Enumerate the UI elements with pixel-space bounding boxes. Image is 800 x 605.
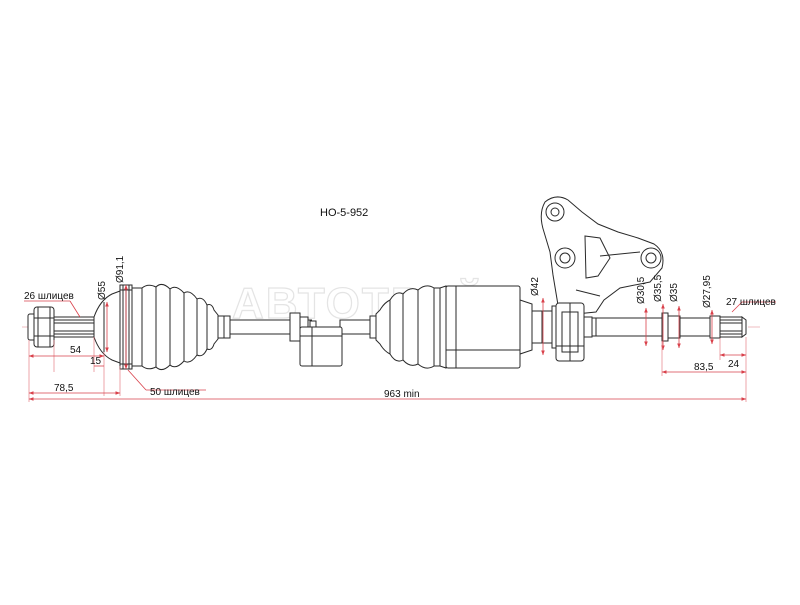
label-diameter-35: Ø35 [669,283,680,302]
dim-diameter-30-5: Ø30,5 [636,276,648,347]
dim-diameter-91-1: Ø91,1 [115,255,128,370]
label-diameter-91-1: Ø91,1 [115,255,126,283]
label-diameter-55: Ø55 [97,281,108,300]
label-outer-splines: 26 шлицев [24,291,74,302]
dim-total-length: 963 min [28,337,747,402]
outer-spline-stub [53,316,95,338]
dim-length-54: 54 [28,345,105,358]
support-bearing [555,302,593,362]
dim-length-78-5: 78,5 [28,383,121,395]
dim-diameter-35-5: Ø35,5 [653,274,665,351]
dim-abs-splines: 50 шлицев [127,369,206,398]
outer-boot-clamp [217,315,231,339]
inner-shaft [591,312,721,342]
label-total-length: 963 min [384,389,420,400]
support-bearing-bracket [540,196,664,316]
inner-spline-stub [719,316,747,338]
label-diameter-35-5: Ø35,5 [653,274,664,302]
label-length-54: 54 [70,345,82,356]
label-diameter-30-5: Ø30,5 [636,276,647,304]
dim-outer-splines: 26 шлицев [24,291,81,318]
inner-cv-housing [445,285,533,369]
dim-inner-splines: 27 шлицев [726,297,776,313]
part-number: HO-5-952 [320,207,368,219]
label-length-83-5: 83,5 [694,362,714,373]
dim-diameter-55: Ø55 [97,281,109,353]
label-length-15: 15 [90,356,102,367]
intermediate-shaft [531,305,559,349]
inner-cv-boot [375,285,447,369]
label-length-78-5: 78,5 [54,383,74,394]
dim-length-24: 24 [719,353,747,370]
outer-cv-boot [131,283,219,371]
damper-weight [299,320,343,367]
outer-hub-nut [27,306,55,348]
dim-diameter-27-95: Ø27,95 [702,275,714,345]
label-abs-splines: 50 шлицев [150,387,200,398]
label-diameter-42: Ø42 [530,277,541,296]
label-length-24: 24 [728,359,740,370]
label-inner-splines: 27 шлицев [726,297,776,308]
label-diameter-27-95: Ø27,95 [702,275,713,308]
dim-length-83-5: 83,5 [661,362,747,374]
dim-diameter-35: Ø35 [669,283,681,349]
dim-diameter-42: Ø42 [530,277,545,356]
